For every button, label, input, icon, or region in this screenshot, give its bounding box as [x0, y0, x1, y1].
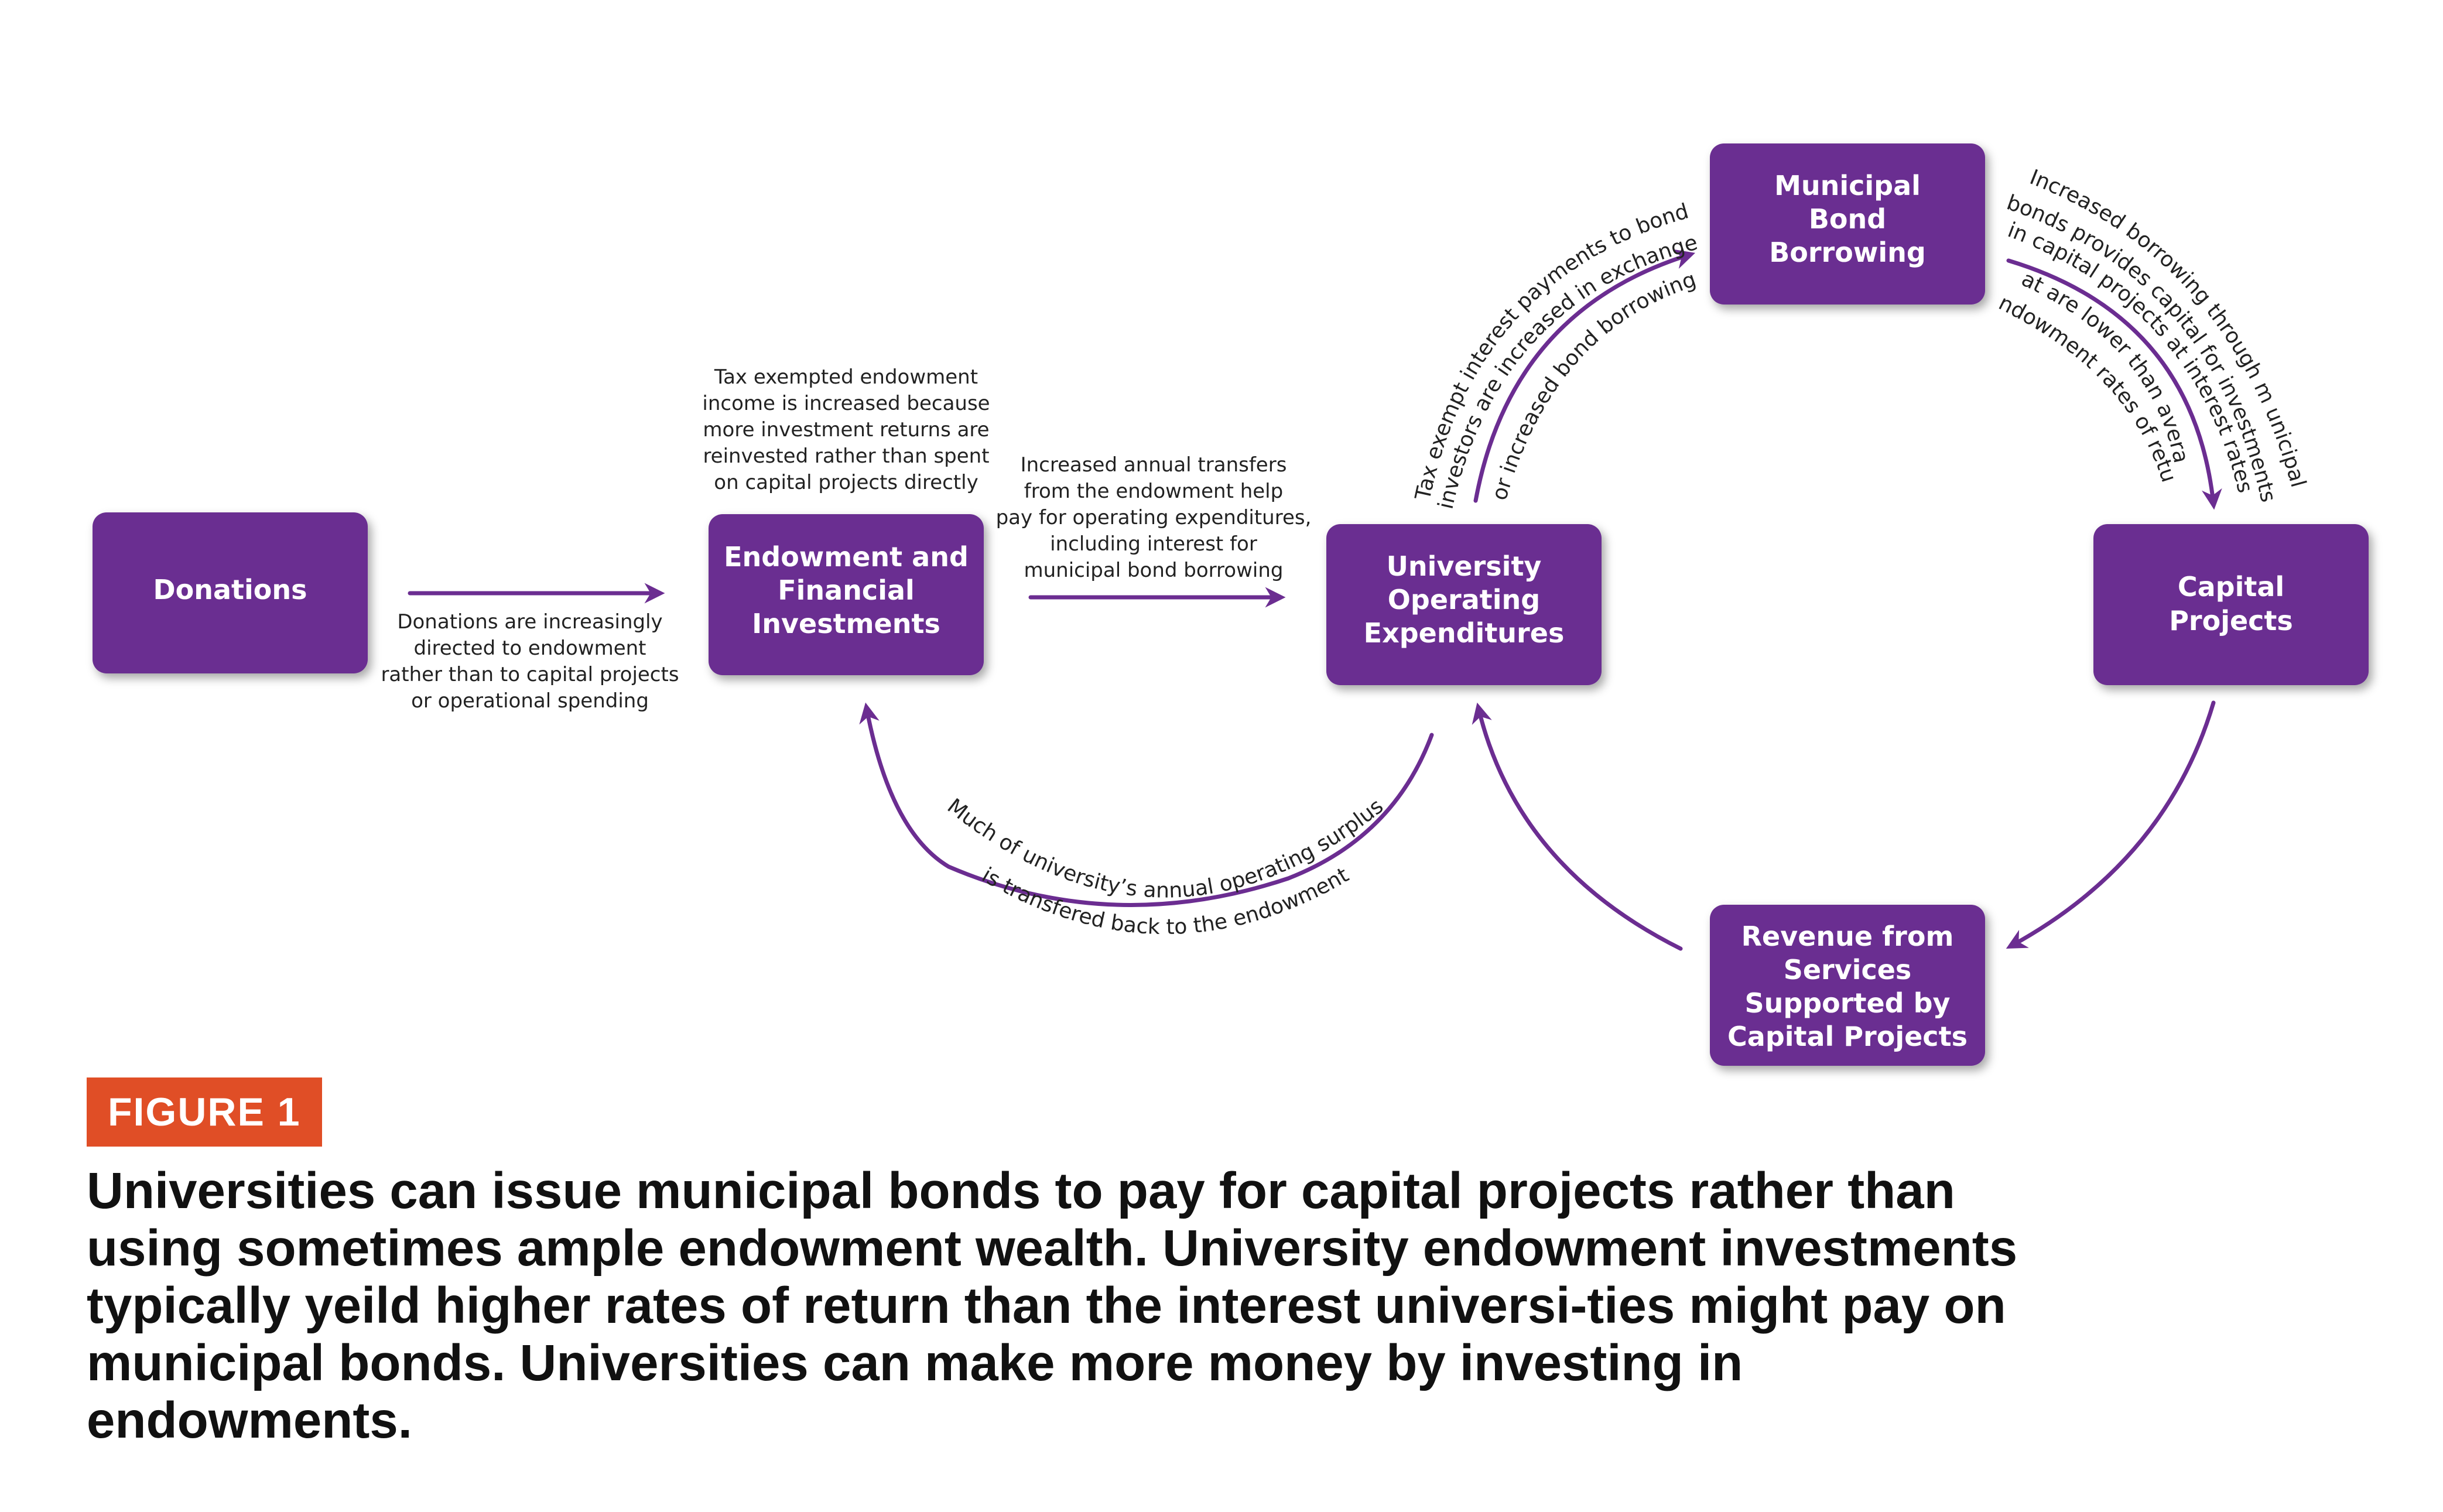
box-revenue-label-3: Supported by — [1744, 987, 1950, 1019]
note-tax-4: reinvested rather than spent — [703, 444, 989, 468]
note-donations: Donations are increasingly directed to e… — [381, 610, 679, 713]
note-donations-1: Donations are increasingly — [397, 610, 662, 634]
box-operating-label-2: Operating — [1388, 584, 1540, 615]
box-endowment: Endowment and Financial Investments — [709, 514, 984, 675]
box-bond-label-3: Borrowing — [1769, 237, 1926, 268]
box-revenue-label-1: Revenue from — [1741, 921, 1954, 952]
box-bond: Municipal Bond Borrowing — [1710, 143, 1985, 305]
note-tax-3: more investment returns are — [703, 418, 989, 442]
note-transfers-1: Increased annual transfers — [1021, 453, 1287, 477]
note-tax-1: Tax exempted endowment — [714, 365, 978, 389]
arrow-bond-to-capital — [2006, 258, 2222, 510]
note-donations-3: rather than to capital projects — [381, 663, 679, 686]
note-tax-exempt: Tax exempted endowment income is increas… — [702, 365, 990, 494]
connectors — [408, 249, 2222, 951]
box-capital-label-2: Projects — [2169, 605, 2293, 637]
arrow-operating-to-bond — [1473, 249, 1696, 503]
box-bond-label-2: Bond — [1809, 203, 1886, 235]
figure-caption: Universities can issue municipal bonds t… — [87, 1162, 2018, 1449]
note-transfers: Increased annual transfers from the endo… — [996, 453, 1312, 582]
arrow-capital-to-revenue — [2006, 700, 2216, 949]
arrow-operating-to-endowment — [859, 702, 1434, 907]
box-endowment-label-2: Financial — [778, 574, 915, 606]
note-tax-2: income is increased because — [702, 392, 990, 415]
arrow-revenue-to-operating — [1472, 702, 1683, 951]
note-transfers-5: municipal bond borrowing — [1024, 559, 1284, 582]
note-transfers-2: from the endowment help — [1024, 480, 1283, 503]
box-revenue-label-4: Capital Projects — [1727, 1021, 1968, 1052]
box-operating-label-3: Expenditures — [1364, 617, 1565, 649]
figure-label: FIGURE 1 — [87, 1077, 322, 1147]
note-transfers-3: pay for operating expenditures, — [996, 506, 1312, 529]
box-endowment-label-3: Investments — [752, 608, 940, 639]
box-revenue: Revenue from Services Supported by Capit… — [1710, 905, 1985, 1066]
note-donations-2: directed to endowment — [413, 637, 646, 660]
box-operating: University Operating Expenditures — [1326, 524, 1602, 685]
note-transfers-4: including interest for — [1050, 532, 1257, 556]
note-surplus: Much of university’s annual operating su… — [943, 794, 1388, 939]
box-capital: Capital Projects — [2093, 524, 2369, 685]
note-tax-5: on capital projects directly — [714, 471, 978, 494]
box-endowment-label-1: Endowment and — [724, 541, 969, 573]
note-donations-4: or operational spending — [411, 689, 649, 713]
box-capital-label-1: Capital — [2178, 571, 2284, 603]
box-donations: Donations — [93, 512, 368, 673]
box-revenue-label-2: Services — [1784, 954, 1912, 986]
box-bond-label-1: Municipal — [1774, 170, 1921, 201]
box-operating-label-1: University — [1387, 550, 1542, 582]
box-donations-label: Donations — [153, 574, 307, 606]
